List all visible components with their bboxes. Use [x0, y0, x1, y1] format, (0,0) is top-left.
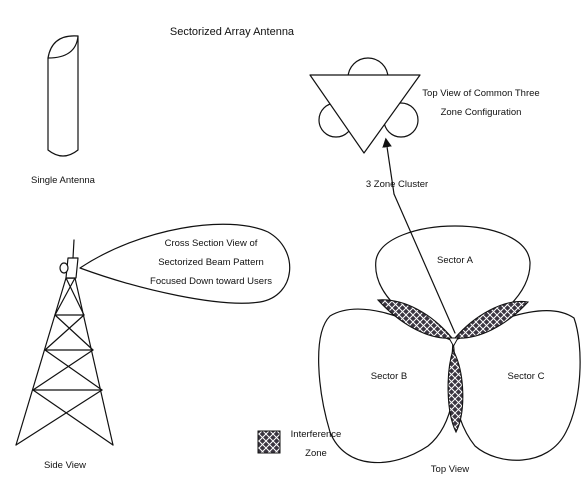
- interference-zone-right: [453, 300, 530, 339]
- interference-legend-swatch: [257, 430, 281, 454]
- antenna-tower-icon: [15, 239, 114, 446]
- interference-zone-left: [376, 299, 454, 339]
- sector-a-lobe: [375, 225, 531, 342]
- interference-zone-bottom: [447, 348, 464, 434]
- interference-zones: [376, 299, 530, 434]
- sector-a-label: Sector A: [437, 255, 474, 266]
- cell-site-icon: [448, 337, 459, 348]
- legend-label-line2: Zone: [305, 448, 327, 459]
- diagram-title: Sectorized Array Antenna: [170, 26, 295, 38]
- legend-label-line1: Interference: [291, 429, 342, 440]
- cluster-arrow-up: [382, 137, 395, 195]
- single-antenna-label: Single Antenna: [31, 175, 96, 186]
- top-view-label: Top View: [431, 464, 470, 475]
- sector-lobes: [318, 225, 581, 464]
- sector-c-lobe: [451, 310, 581, 461]
- single-antenna-icon: [47, 35, 79, 157]
- beam-caption-line3: Focused Down toward Users: [150, 276, 272, 287]
- sector-b-label: Sector B: [371, 371, 407, 382]
- sector-b-lobe: [318, 308, 456, 464]
- cluster-pointer-line: [393, 193, 456, 334]
- beam-caption-line2: Sectorized Beam Pattern: [158, 257, 264, 268]
- side-view-label: Side View: [44, 460, 86, 471]
- three-zone-top-view-icon: [309, 57, 421, 154]
- sector-c-label: Sector C: [508, 371, 545, 382]
- cluster-label: 3 Zone Cluster: [366, 179, 428, 190]
- top-view-caption-line1: Top View of Common Three: [422, 88, 539, 99]
- beam-caption-line1: Cross Section View of: [165, 238, 258, 249]
- top-view-caption-line2: Zone Configuration: [441, 107, 522, 118]
- beam-pattern-shape: [79, 223, 291, 304]
